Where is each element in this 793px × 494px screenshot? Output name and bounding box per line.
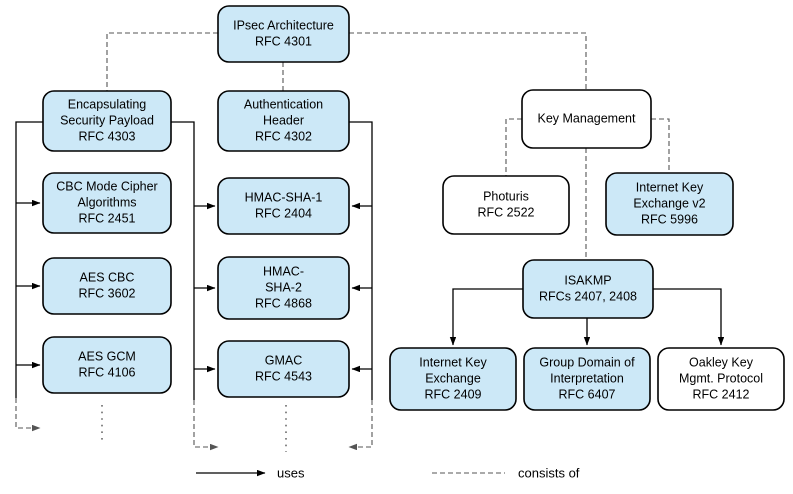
node-box-group-domain-of-interpretation: [523, 347, 651, 411]
node-label-cbc-mode-cipher-algorithms-line-2: RFC 2451: [79, 211, 136, 225]
node-label-isakmp-line-1: RFCs 2407, 2408: [539, 289, 637, 303]
node-label-oakley-key-mgmt-protocol-line-2: RFC 2412: [693, 387, 750, 401]
node-label-cbc-mode-cipher-algorithms-line-1: Algorithms: [77, 195, 136, 209]
node-label-internet-key-exchange-line-2: RFC 2409: [425, 387, 482, 401]
edge-esp-more-algorithms: [15, 398, 41, 432]
edge-ipsec-to-key-management: [349, 32, 587, 90]
edge-esp-more-auth: [193, 400, 219, 451]
node-label-encapsulating-security-payload-line-2: RFC 4303: [79, 129, 136, 143]
node-label-aes-cbc-line-1: RFC 3602: [79, 286, 136, 300]
node-box-photuris: [442, 175, 570, 235]
node-box-aes-cbc: [42, 257, 172, 315]
ellipsis-marks: [101, 405, 287, 452]
edge-isakmp-to-oakley: [653, 288, 725, 346]
node-label-gmac-line-1: RFC 4543: [255, 369, 312, 383]
node-label-gmac-line-0: GMAC: [265, 353, 303, 367]
edge-ipsec-to-esp: [106, 32, 218, 91]
node-label-hmac-sha-2-line-2: RFC 4868: [255, 296, 312, 310]
node-label-hmac-sha-2-line-1: SHA-2: [265, 280, 302, 294]
node-key-management: Key Management: [521, 89, 652, 149]
legend-consists-of-label: consists of: [518, 465, 580, 480]
node-label-hmac-sha-1-line-1: RFC 2404: [255, 206, 312, 220]
edge-isakmp-to-ike: [449, 288, 523, 346]
node-box-hmac-sha-1: [217, 177, 350, 235]
node-label-photuris-line-1: RFC 2522: [478, 205, 535, 219]
node-label-group-domain-of-interpretation-line-0: Group Domain of: [539, 355, 635, 369]
node-label-internet-key-exchange-v2-line-0: Internet Key: [636, 180, 704, 194]
node-gmac: GMAC RFC 4543: [217, 340, 350, 398]
node-label-aes-gcm-line-1: RFC 4106: [79, 365, 136, 379]
edge-esp-spine-left: [15, 121, 43, 398]
node-label-ipsec-architecture-line-0: IPsec Architecture: [233, 18, 334, 32]
node-box-aes-gcm: [42, 336, 172, 394]
edge-esp-spine-right: [171, 121, 195, 400]
node-label-oakley-key-mgmt-protocol-line-0: Oakley Key: [689, 355, 754, 369]
node-box-gmac: [217, 340, 350, 398]
node-label-photuris-line-0: Photuris: [483, 189, 529, 203]
node-box-hmac-sha-2: [217, 256, 350, 320]
node-box-cbc-mode-cipher-algorithms: [42, 172, 172, 234]
legend: uses consists of: [196, 465, 580, 480]
node-label-aes-cbc-line-0: AES CBC: [80, 270, 135, 284]
node-label-internet-key-exchange-line-1: Exchange: [425, 371, 481, 385]
edge-ah-more-auth: [348, 400, 373, 451]
node-label-authentication-header-line-2: RFC 4302: [255, 129, 312, 143]
edge-km-to-ikev2: [651, 118, 670, 173]
node-label-group-domain-of-interpretation-line-2: RFC 6407: [559, 387, 616, 401]
node-label-encapsulating-security-payload-line-1: Security Payload: [60, 113, 154, 127]
node-label-ipsec-architecture-line-1: RFC 4301: [255, 34, 312, 48]
node-label-key-management-line-0: Key Management: [538, 111, 637, 125]
node-label-internet-key-exchange-line-0: Internet Key: [419, 355, 487, 369]
node-label-hmac-sha-2-line-0: HMAC-: [263, 264, 304, 278]
node-label-group-domain-of-interpretation-line-1: Interpretation: [550, 371, 624, 385]
edge-ah-spine-right: [349, 121, 373, 400]
node-label-isakmp-line-0: ISAKMP: [564, 273, 611, 287]
node-box-internet-key-exchange: [389, 347, 517, 411]
node-box-key-management: [521, 89, 652, 149]
node-aes-gcm: AES GCM RFC 4106: [42, 336, 172, 394]
node-label-cbc-mode-cipher-algorithms-line-0: CBC Mode Cipher: [56, 179, 157, 193]
node-box-encapsulating-security-payload: [42, 90, 172, 152]
node-isakmp: ISAKMP RFCs 2407, 2408: [522, 259, 654, 319]
legend-uses-label: uses: [277, 465, 305, 480]
node-box-oakley-key-mgmt-protocol: [657, 347, 785, 411]
node-box-authentication-header: [217, 90, 350, 152]
node-label-authentication-header-line-0: Authentication: [244, 97, 323, 111]
consists-of-edges: [15, 32, 670, 451]
node-label-hmac-sha-1-line-0: HMAC-SHA-1: [245, 190, 323, 204]
node-label-oakley-key-mgmt-protocol-line-1: Mgmt. Protocol: [679, 371, 763, 385]
node-label-aes-gcm-line-0: AES GCM: [78, 349, 136, 363]
node-aes-cbc: AES CBC RFC 3602: [42, 257, 172, 315]
uses-edges: [15, 121, 725, 400]
node-label-encapsulating-security-payload-line-0: Encapsulating: [68, 97, 147, 111]
node-label-internet-key-exchange-v2-line-2: RFC 5996: [641, 212, 698, 226]
node-box-ipsec-architecture: [217, 5, 350, 63]
edge-km-to-photuris: [505, 118, 522, 176]
node-label-authentication-header-line-1: Header: [263, 113, 304, 127]
node-box-isakmp: [522, 259, 654, 319]
node-label-internet-key-exchange-v2-line-1: Exchange v2: [633, 196, 705, 210]
node-box-internet-key-exchange-v2: [605, 172, 734, 236]
